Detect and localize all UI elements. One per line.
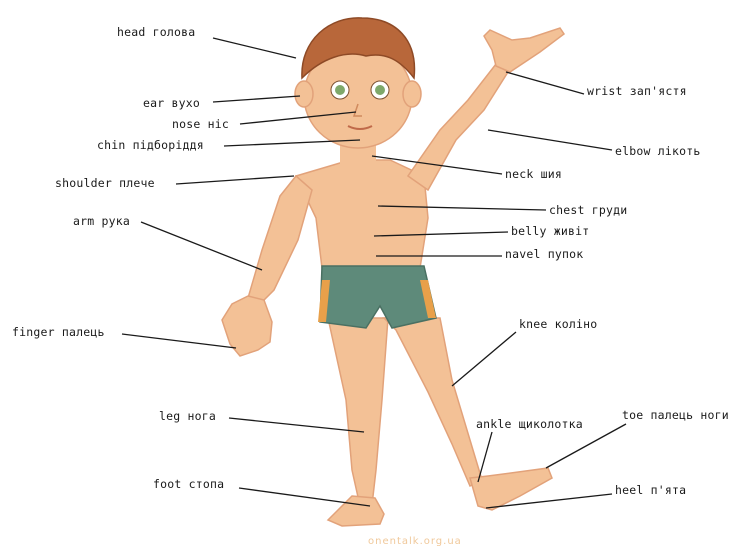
watermark-text: onentalk.org.ua <box>368 536 462 546</box>
label-toe: toe палець ноги <box>622 408 729 422</box>
line-ear <box>213 96 300 102</box>
line-arm <box>141 222 262 270</box>
line-knee <box>452 332 516 386</box>
line-finger <box>122 334 236 348</box>
left-iris <box>335 85 345 95</box>
right-hand <box>484 28 564 72</box>
label-ear: ear вухо <box>143 96 200 110</box>
line-leg <box>229 418 364 432</box>
right-foot <box>470 468 552 510</box>
left-arm <box>248 176 312 302</box>
label-elbow: elbow лікоть <box>615 144 700 158</box>
line-wrist <box>506 72 584 94</box>
label-nose: nose ніс <box>172 117 229 131</box>
label-head: head голова <box>117 25 195 39</box>
left-ear <box>295 81 313 107</box>
line-head <box>213 38 296 58</box>
label-foot: foot стопа <box>153 477 224 491</box>
label-wrist: wrist зап'ястя <box>587 84 687 98</box>
right-ear <box>403 81 421 107</box>
left-leg <box>328 318 388 506</box>
label-ankle: ankle щиколотка <box>476 417 583 431</box>
right-iris <box>375 85 385 95</box>
label-neck: neck шия <box>505 167 562 181</box>
label-leg: leg нога <box>159 409 216 423</box>
label-knee: knee коліно <box>519 317 597 331</box>
left-foot <box>328 496 384 526</box>
line-ankle <box>478 432 492 482</box>
label-finger: finger палець <box>12 325 105 339</box>
right-arm <box>408 64 508 190</box>
label-shoulder: shoulder плече <box>55 176 155 190</box>
label-navel: navel пупок <box>505 247 583 261</box>
label-arm: arm рука <box>73 214 130 228</box>
right-leg <box>384 318 482 486</box>
label-belly: belly живіт <box>511 224 589 238</box>
line-shoulder <box>176 176 294 184</box>
label-chest: chest груди <box>549 203 627 217</box>
label-heel: heel п'ята <box>615 483 686 497</box>
line-elbow <box>488 130 612 150</box>
label-chin: chin підборіддя <box>97 138 204 152</box>
